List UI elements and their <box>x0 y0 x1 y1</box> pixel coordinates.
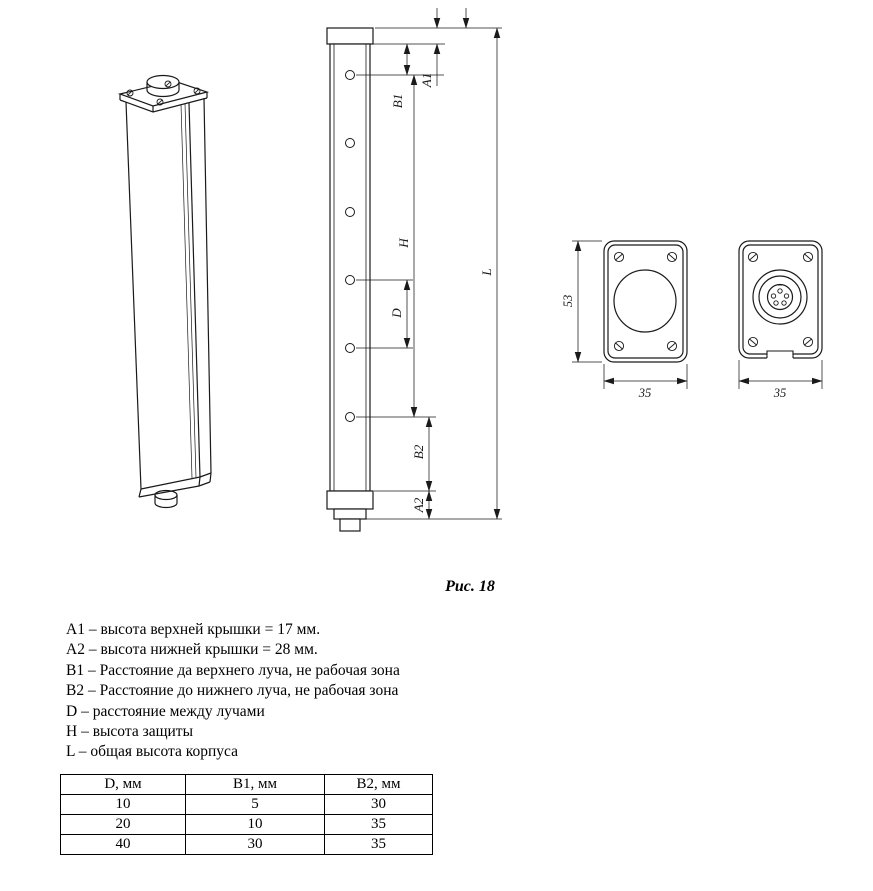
bottom-connector-3d <box>154 489 178 509</box>
end-view-connector <box>738 240 823 389</box>
table-header-cell: B2, мм <box>324 774 433 795</box>
dim-label-l: L <box>479 268 494 276</box>
circular-connector <box>752 269 808 325</box>
table-cell: 20 <box>60 814 186 835</box>
dimension-lines <box>356 8 502 520</box>
dim-label-35-right: 35 <box>773 386 787 400</box>
dim-label-b2: B2 <box>411 444 426 459</box>
table-cell: 35 <box>324 834 433 855</box>
table-cell: 5 <box>185 794 325 815</box>
top-cap <box>326 27 374 45</box>
bottom-cap <box>326 490 374 510</box>
figure-caption: Рис. 18 <box>445 578 495 595</box>
table-cell: 10 <box>185 814 325 835</box>
beam-holes <box>345 70 355 422</box>
table-cell: 40 <box>60 834 186 855</box>
table-row: 10 5 30 <box>60 794 433 815</box>
mounting-notch <box>766 350 794 360</box>
dim-label-a1: A1 <box>419 73 434 88</box>
dim-label-a2: A2 <box>411 497 426 513</box>
dim-label-35-left: 35 <box>638 386 652 400</box>
legend-line: A1 – высота верхней крышки = 17 мм. <box>66 621 321 638</box>
spec-table: D, мм B1, мм B2, мм 10 5 30 20 10 35 40 … <box>60 774 433 855</box>
technical-drawing: A1 B1 H D B2 A2 L <box>117 8 823 532</box>
corner-screws <box>613 251 678 352</box>
table-row: 20 10 35 <box>60 814 433 835</box>
end-view-lens <box>572 240 688 389</box>
bottom-connector <box>339 518 361 532</box>
corner-screws <box>747 251 814 348</box>
table-cell: 30 <box>185 834 325 855</box>
dim-label-53: 53 <box>561 295 575 308</box>
isometric-view <box>117 74 212 509</box>
dimension-labels: A1 B1 H D B2 A2 L <box>389 73 494 513</box>
table-cell: 30 <box>324 794 433 815</box>
table-cell: 35 <box>324 814 433 835</box>
table-row: 40 30 35 <box>60 834 433 855</box>
table-header-cell: D, мм <box>60 774 186 795</box>
legend-line: L – общая высота корпуса <box>66 743 238 761</box>
legend: A1 – высота верхней крышки = 17 мм. A2 –… <box>66 620 400 763</box>
dim-label-b1: B1 <box>390 94 405 108</box>
column-body-3d <box>125 97 212 490</box>
column-body <box>329 43 371 492</box>
legend-line: A2 – высота нижней крышки = 28 мм. <box>66 641 318 659</box>
legend-line: H – высота защиты <box>66 723 193 741</box>
dim-label-d: D <box>389 308 404 319</box>
table-header-cell: B1, мм <box>185 774 325 795</box>
bottom-stub <box>333 508 367 520</box>
bottom-cap-3d <box>138 472 212 498</box>
legend-line: B1 – Расстояние да верхнего луча, не раб… <box>66 661 400 679</box>
dim-label-h: H <box>396 238 411 249</box>
front-view <box>326 27 374 532</box>
table-header-row: D, мм B1, мм B2, мм <box>60 774 433 795</box>
legend-line: D – расстояние между лучами <box>66 702 265 720</box>
legend-line: B2 – Расстояние до нижнего луча, не рабо… <box>66 682 399 700</box>
lens-opening <box>613 269 677 333</box>
table-cell: 10 <box>60 794 186 815</box>
flange-screws <box>126 80 201 106</box>
